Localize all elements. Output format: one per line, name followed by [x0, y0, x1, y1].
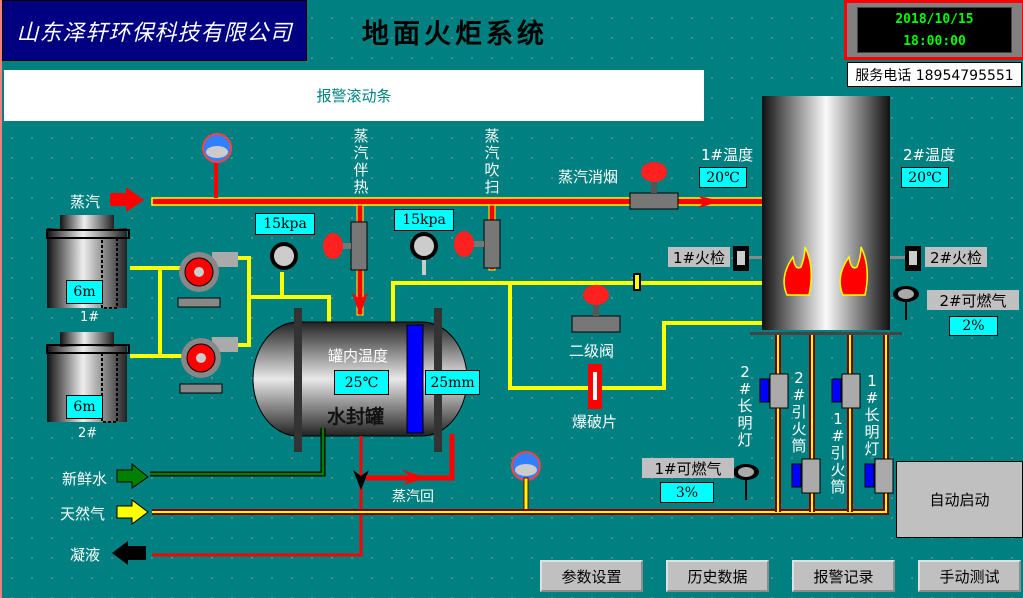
time-display: 18:00:00	[903, 33, 966, 49]
tank-1-level: 6m	[66, 280, 103, 304]
flame-detector-1-label: 1#火检	[668, 247, 730, 267]
igniter-2-label: 2#引火筒	[791, 369, 807, 455]
rupture-disc-icon	[588, 364, 602, 409]
valve-steam-purge-icon	[454, 219, 501, 269]
flame-detector-1-icon	[733, 246, 762, 271]
condensate-label: 凝液	[70, 546, 101, 564]
natural-gas-arrow-icon	[116, 499, 149, 525]
steam-arrow-icon	[110, 187, 144, 212]
flow-arrow-right	[698, 196, 722, 208]
seal-tank-name: 水封罐	[327, 406, 385, 428]
gas-detector-2-value: 2%	[949, 316, 998, 336]
manual-test-button[interactable]: 手动测试	[918, 560, 1021, 592]
pilot-1-label: 1#长明灯	[864, 372, 880, 458]
valve-secondary-icon	[571, 285, 621, 333]
pump-1-icon	[177, 252, 238, 308]
alarm-records-button[interactable]: 报警记录	[792, 560, 895, 592]
flow-arrow-down	[352, 292, 368, 316]
service-phone: 服务电话 18954795551	[847, 62, 1022, 87]
steam-input-label: 蒸汽	[70, 193, 101, 211]
steam-tracing-label: 蒸汽伴热	[353, 127, 369, 196]
page-title: 地面火炬系统	[362, 19, 548, 50]
valve-steam-smoke-icon	[629, 162, 679, 210]
purge-pressure-value: 15kpa	[394, 209, 454, 231]
date-display: 2018/10/15	[895, 11, 974, 27]
param-settings-button[interactable]: 参数设置	[540, 560, 643, 592]
gas-detector-1-label: 1#可燃气	[642, 458, 734, 478]
tracing-pressure-value: 15kpa	[255, 213, 315, 235]
pilot-2-label: 2#长明灯	[737, 363, 753, 449]
alarm-ticker-text: 报警滚动条	[316, 87, 392, 105]
condensate-pipe	[152, 436, 363, 557]
rupture-disc-label: 爆破片	[572, 413, 618, 431]
pump-2-icon	[179, 337, 238, 394]
flame-detector-2-label: 2#火检	[925, 247, 987, 267]
tank-2-level: 6m	[66, 395, 103, 419]
flare-temp-2-value: 20℃	[901, 167, 949, 188]
gas-detector-2-label: 2#可燃气	[927, 290, 1019, 310]
igniter-1-label: 1#引火筒	[830, 410, 846, 496]
gas-pipes	[130, 256, 764, 390]
flare-temp-1-label: 1#温度	[701, 146, 754, 164]
steam-smoke-label: 蒸汽消烟	[558, 168, 619, 186]
history-data-button[interactable]: 历史数据	[666, 560, 769, 592]
gas-detector-1-value: 3%	[660, 482, 714, 503]
tank-2-label: 2#	[78, 426, 98, 441]
secondary-valve-label: 二级阀	[569, 342, 615, 360]
flare-temp-2-label: 2#温度	[903, 146, 956, 164]
seal-tank-temp-label: 罐内温度	[328, 347, 389, 365]
seal-tank-temp-value: 25℃	[334, 370, 389, 395]
flame-icon	[783, 246, 812, 296]
pressure-gauge-icon	[202, 133, 232, 163]
auto-start-button[interactable]: 自动启动	[896, 461, 1023, 538]
gas-detector-2-icon	[893, 286, 919, 320]
seal-tank-level-value: 25mm	[425, 370, 480, 395]
burner-valves	[759, 378, 875, 488]
pressure-gauge-icon	[511, 451, 541, 511]
flare-temp-1-value: 20℃	[699, 167, 747, 188]
flame-detector-2-icon	[890, 246, 921, 271]
flare-stack	[750, 96, 902, 335]
company-name: 山东泽轩环保科技有限公司	[2, 0, 307, 61]
dial-gauge-icon	[270, 242, 298, 270]
condensate-arrow-icon	[112, 541, 146, 565]
natural-gas-label: 天然气	[60, 505, 106, 523]
clock-panel: 2018/10/15 18:00:00	[844, 0, 1023, 60]
tank-1-label: 1#	[80, 310, 100, 325]
valve-steam-tracing-icon	[323, 221, 368, 271]
gas-detector-1-icon	[733, 464, 759, 500]
dial-gauge-icon	[410, 232, 438, 275]
fresh-water-label: 新鲜水	[62, 470, 108, 488]
steam-return-label: 蒸汽回	[392, 489, 434, 505]
steam-purge-label: 蒸汽吹扫	[484, 127, 500, 196]
alarm-ticker: 报警滚动条	[4, 70, 704, 121]
flame-icon	[839, 246, 868, 296]
gauge-stem	[214, 160, 218, 198]
fresh-water-arrow-icon	[116, 462, 149, 489]
